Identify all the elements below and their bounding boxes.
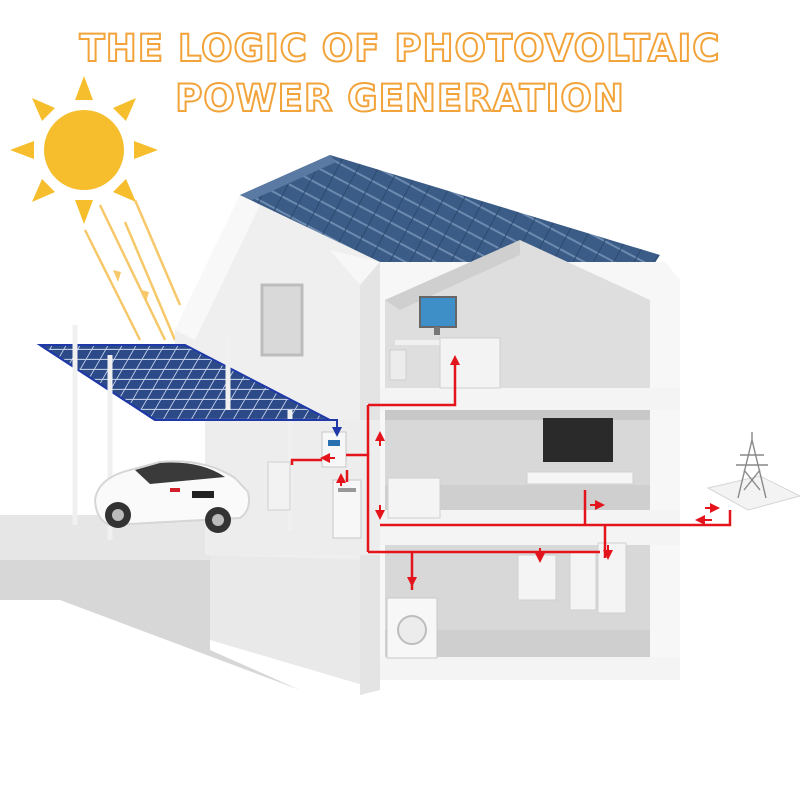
solar-dc-wire [155, 419, 342, 437]
roof [240, 155, 660, 270]
sunlight-rays [83, 199, 182, 341]
title-line-1: THE LOGIC OF PHOTOVOLTAIC [79, 26, 721, 71]
sofa [387, 477, 441, 519]
sunlight-arrows [113, 270, 149, 302]
gable-window [260, 283, 304, 357]
electric-car-icon [93, 460, 250, 533]
appliance-unit [517, 554, 557, 601]
flow-arrows [320, 355, 720, 587]
tv-icon [526, 418, 634, 485]
solar-panel-icon [36, 325, 331, 540]
refrigerator-icon [569, 542, 627, 614]
wall-box [267, 461, 291, 511]
sun-icon [10, 76, 158, 224]
inverter-icon [321, 431, 347, 468]
washing-machine-icon [386, 597, 438, 659]
title-block: THE LOGIC OF PHOTOVOLTAIC POWER GENERATI… [0, 24, 800, 124]
battery-storage-icon [332, 479, 362, 539]
transmission-tower-icon [706, 432, 800, 511]
title-line-2: POWER GENERATION [174, 76, 625, 121]
